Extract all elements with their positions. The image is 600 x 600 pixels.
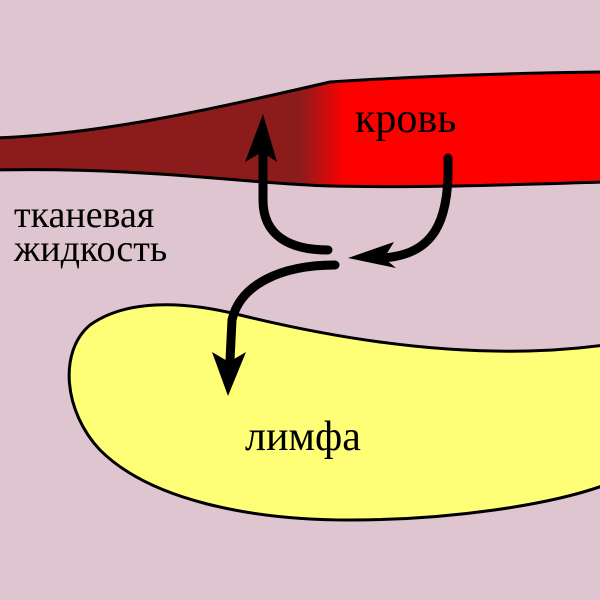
lymph-vessel	[67, 303, 600, 522]
tissue-fluid-label-line1: тканевая	[14, 194, 155, 236]
arrow-from-blood	[348, 153, 453, 268]
blood-label: кровь	[355, 96, 457, 142]
tissue-fluid-label-line2: жидкость	[14, 228, 168, 270]
arrow-to-lymph	[212, 260, 340, 396]
lymph-label: лимфа	[245, 414, 361, 460]
blood-vessel	[0, 70, 600, 189]
arrow-to-blood	[245, 114, 333, 255]
